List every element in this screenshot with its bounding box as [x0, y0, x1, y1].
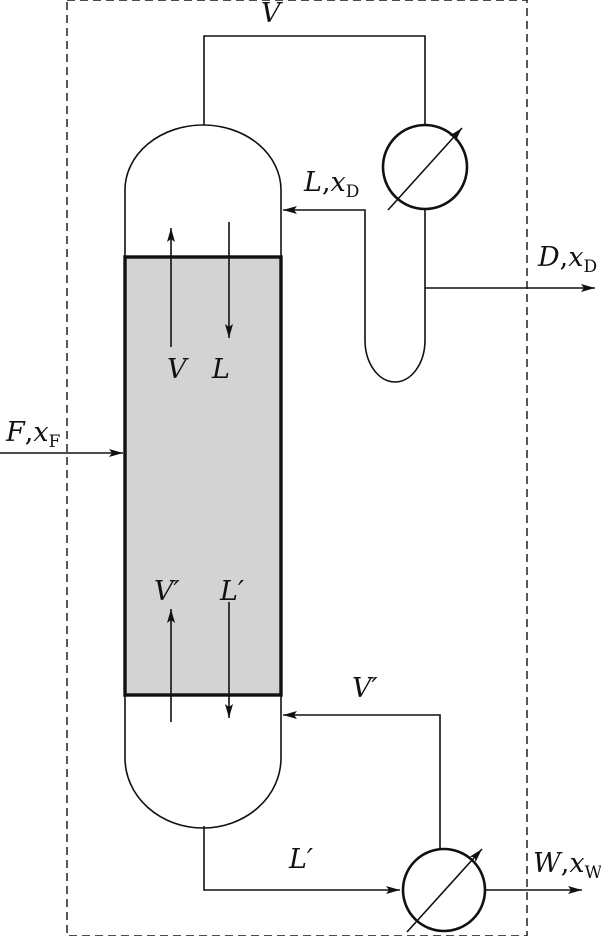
- column-shell: [124, 124, 282, 829]
- feed-F: F: [5, 417, 26, 448]
- bottoms-W: W: [533, 848, 563, 879]
- label-bottom-liquid: L′: [288, 844, 313, 875]
- distillate-x: x: [568, 242, 583, 273]
- overhead-vapor-line: [203, 35, 426, 125]
- reboiler-slash: [406, 848, 483, 933]
- reflux-x: x: [331, 167, 346, 198]
- bottoms-comma: ,: [561, 848, 570, 879]
- label-overhead-vapor: V: [261, 0, 283, 29]
- label-bottoms: W,xW: [533, 848, 601, 883]
- label-reboiler-vapor: V′: [352, 673, 378, 704]
- distillate-D: D: [537, 242, 560, 273]
- label-inner-L: L: [211, 354, 230, 385]
- packing-section: [123, 255, 283, 697]
- reflux-comma: ,: [322, 167, 331, 198]
- feed-comma: ,: [25, 417, 34, 448]
- reflux-sub: D: [346, 182, 360, 202]
- label-distillate: D,xD: [537, 242, 597, 277]
- system-boundary: [66, 0, 528, 936]
- condenser-slash: [387, 127, 463, 211]
- bottoms-sub: W: [585, 863, 601, 883]
- reboiler-vapor-line: [283, 711, 441, 850]
- feed-sub: F: [49, 432, 61, 452]
- label-inner-V: V: [167, 354, 189, 385]
- bottoms-x: x: [569, 848, 584, 879]
- label-inner-Vprime: V′: [154, 576, 180, 607]
- distillate-comma: ,: [560, 242, 569, 273]
- feed-x: x: [33, 417, 48, 448]
- distillate-sub: D: [583, 257, 597, 277]
- label-reflux: L,xD: [303, 167, 359, 202]
- label-feed: F,xF: [5, 417, 61, 452]
- reflux-L: L: [303, 167, 322, 198]
- reflux-u-seal: [283, 206, 426, 383]
- label-inner-Lprime: L′: [219, 576, 244, 607]
- bottom-liquid-line: [203, 826, 400, 894]
